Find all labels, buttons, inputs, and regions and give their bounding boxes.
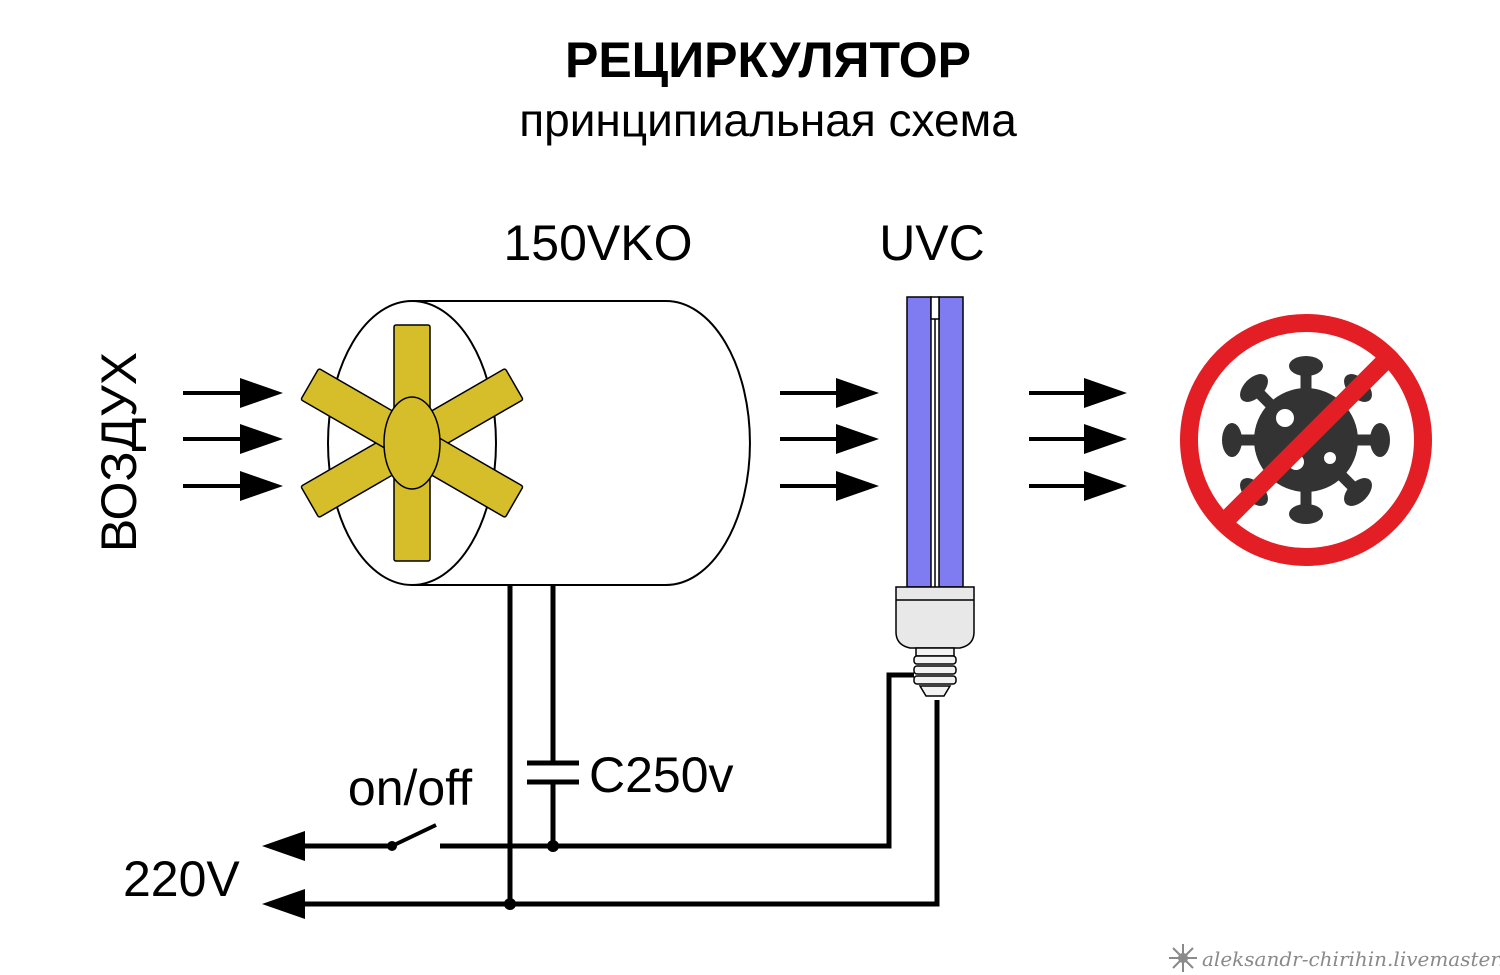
- fan-label: 150VKO: [503, 215, 692, 271]
- lamp-socket-thread: [913, 655, 957, 665]
- lamp-tube-right: [938, 296, 964, 588]
- diagram-title: РЕЦИРКУЛЯТОР: [565, 32, 971, 88]
- diagram-subtitle: принципиальная схема: [519, 94, 1017, 146]
- air-label: ВОЗДУХ: [91, 352, 147, 552]
- mid-air-arrows: [780, 378, 879, 501]
- no-virus-icon: [1180, 314, 1432, 566]
- lamp-tube-left: [906, 296, 932, 588]
- supply-arrow: [262, 831, 305, 861]
- capacitor: [527, 760, 579, 785]
- watermark: aleksandr-chirihin.livemaster.ru: [1169, 944, 1500, 972]
- prohibition-ring: [1180, 314, 1432, 566]
- on-off-switch: [387, 823, 437, 851]
- air-arrow: [780, 471, 879, 501]
- junction-dots: [504, 840, 559, 910]
- outlet-air-arrows: [1029, 378, 1127, 501]
- lamp-base: [895, 586, 975, 649]
- impeller: [300, 324, 524, 562]
- inlet-air-arrows: [183, 378, 283, 501]
- switch-label: on/off: [348, 760, 472, 816]
- air-arrow: [183, 378, 283, 408]
- prohibition-slash: [1216, 350, 1396, 530]
- air-arrow: [780, 378, 879, 408]
- duct-fan: [300, 300, 751, 586]
- air-arrow: [780, 424, 879, 454]
- live-rail: [440, 672, 914, 849]
- air-arrow: [1029, 471, 1127, 501]
- uvc-lamp: [895, 296, 975, 697]
- air-arrow: [1029, 378, 1127, 408]
- air-arrow: [183, 424, 283, 454]
- supply-arrows: [262, 831, 305, 919]
- watermark-text: aleksandr-chirihin.livemaster.ru: [1202, 947, 1500, 971]
- lamp-label: UVC: [879, 215, 985, 271]
- capacitor-label: C250v: [589, 747, 734, 803]
- air-arrow: [183, 471, 283, 501]
- snowflake-icon: [1169, 944, 1197, 972]
- supply-arrow: [262, 889, 305, 919]
- wiring: [300, 585, 940, 907]
- supply-label: 220V: [123, 851, 240, 907]
- air-arrow: [1029, 424, 1127, 454]
